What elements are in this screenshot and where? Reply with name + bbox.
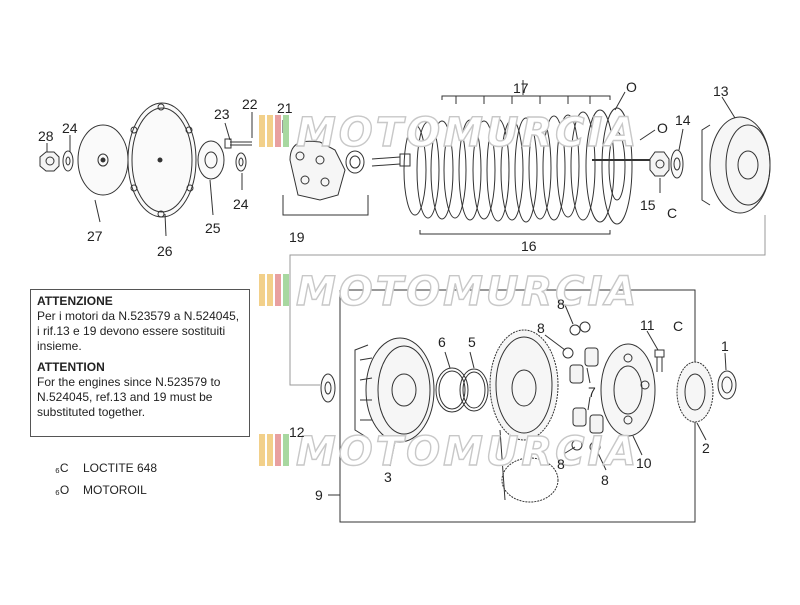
label-6: 5: [468, 334, 476, 350]
part-9-caps: [562, 321, 601, 453]
label-24: 24: [62, 120, 78, 136]
bracket-19: [282, 195, 369, 216]
part-8-springs: [569, 347, 604, 434]
label-3: 3: [384, 469, 392, 485]
part-24-washer: [62, 150, 74, 172]
watermark-bottom: MOTOMURCIA: [259, 428, 639, 476]
leader-13-to-12: [289, 215, 766, 386]
label-9a: 8: [557, 296, 565, 312]
part-12-washer: [320, 373, 336, 403]
label-9c: 8: [557, 456, 565, 472]
label-17: 17: [513, 80, 529, 96]
label-oil-2: O: [657, 120, 668, 136]
label-loctite-1: C: [667, 205, 677, 221]
svg-text:MOTOMURCIA: MOTOMURCIA: [296, 429, 639, 475]
part-7-oring-inner: [438, 370, 466, 410]
part-gear-assembly: [489, 329, 559, 503]
part-23-screw: [224, 138, 252, 149]
svg-text:MOTOMURCIA: MOTOMURCIA: [296, 269, 639, 315]
part-14-washer: [670, 149, 684, 179]
label-15: 15: [640, 197, 656, 213]
part-24-washer-2: [235, 152, 247, 172]
legend-item-loctite: ₆C LOCTITE 648: [55, 461, 157, 475]
part-25-plate: [197, 140, 225, 180]
part-3-clutch-basket: [354, 337, 435, 443]
attention-note: ATTENZIONE Per i motori da N.523579 a N.…: [30, 289, 250, 437]
label-26: 26: [157, 243, 173, 259]
label-28: 28: [38, 128, 54, 144]
label-7: 6: [438, 334, 446, 350]
part-2-gear: [676, 361, 714, 423]
label-12: 12: [289, 424, 305, 440]
label-14: 14: [675, 112, 691, 128]
watermark-middle: MOTOMURCIA: [259, 268, 639, 316]
label-16: 16: [521, 238, 537, 254]
bracket-16: [419, 230, 611, 235]
label-22: 22: [242, 96, 258, 112]
label-2: 2: [702, 440, 710, 456]
label-11: 11: [640, 317, 655, 333]
label-19: 19: [289, 229, 305, 245]
bracket-17: [441, 95, 611, 100]
loctite-symbol-icon: ₆C: [55, 461, 69, 475]
note-it-title: ATTENZIONE: [37, 294, 113, 308]
part-10-pressure-plate: [600, 343, 656, 437]
part-13-clutch-hub: [701, 116, 771, 214]
label-9d: 8: [601, 472, 609, 488]
label-23: 23: [214, 106, 230, 122]
watermark-top: MOTOMURCIA: [259, 109, 639, 157]
legend-text-loctite: LOCTITE 648: [83, 461, 158, 475]
label-27: 27: [87, 228, 103, 244]
part-27-cover: [77, 124, 129, 196]
note-en-title: ATTENTION: [37, 360, 105, 374]
part-6-oring-inner: [462, 371, 486, 409]
label-8: 7: [588, 384, 596, 400]
part-28-nut: [39, 151, 60, 172]
label-25: 25: [205, 220, 221, 236]
part-labels: 28 24 27 26 25 24 23 22 21 19 17 16 O O …: [38, 79, 729, 503]
leader-lines: [46, 80, 736, 496]
note-en-body: For the engines since N.523579 to N.5240…: [37, 375, 221, 419]
part-15-nut: [649, 151, 670, 177]
label-10: 10: [636, 455, 652, 471]
label-1: 1: [721, 338, 729, 354]
part-1-washer: [717, 370, 737, 400]
label-loctite-2: C: [673, 318, 683, 334]
label-oil-1: O: [626, 79, 637, 95]
label-5: 9: [315, 487, 323, 503]
note-it-body: Per i motori da N.523579 a N.524045, i r…: [37, 309, 240, 353]
part-19-housing: [289, 140, 411, 201]
label-24b: 24: [233, 196, 249, 212]
part-11-screw: [654, 349, 665, 372]
label-13: 13: [713, 83, 729, 99]
oil-symbol-icon: ₆O: [55, 483, 70, 497]
svg-text:MOTOMURCIA: MOTOMURCIA: [296, 110, 639, 156]
label-9b: 8: [537, 320, 545, 336]
legend-text-oil: MOTOROIL: [83, 483, 147, 497]
bracket-16-ticks: [455, 96, 591, 104]
label-21: 21: [277, 100, 293, 116]
part-6-oring: [459, 368, 489, 412]
part-26-clutch-cover: [127, 102, 197, 218]
part-7-oring: [435, 367, 469, 413]
bracket-5: [339, 289, 696, 523]
part-16-17-disc-stack: [403, 107, 655, 225]
legend-item-oil: ₆O MOTOROIL: [55, 483, 147, 497]
